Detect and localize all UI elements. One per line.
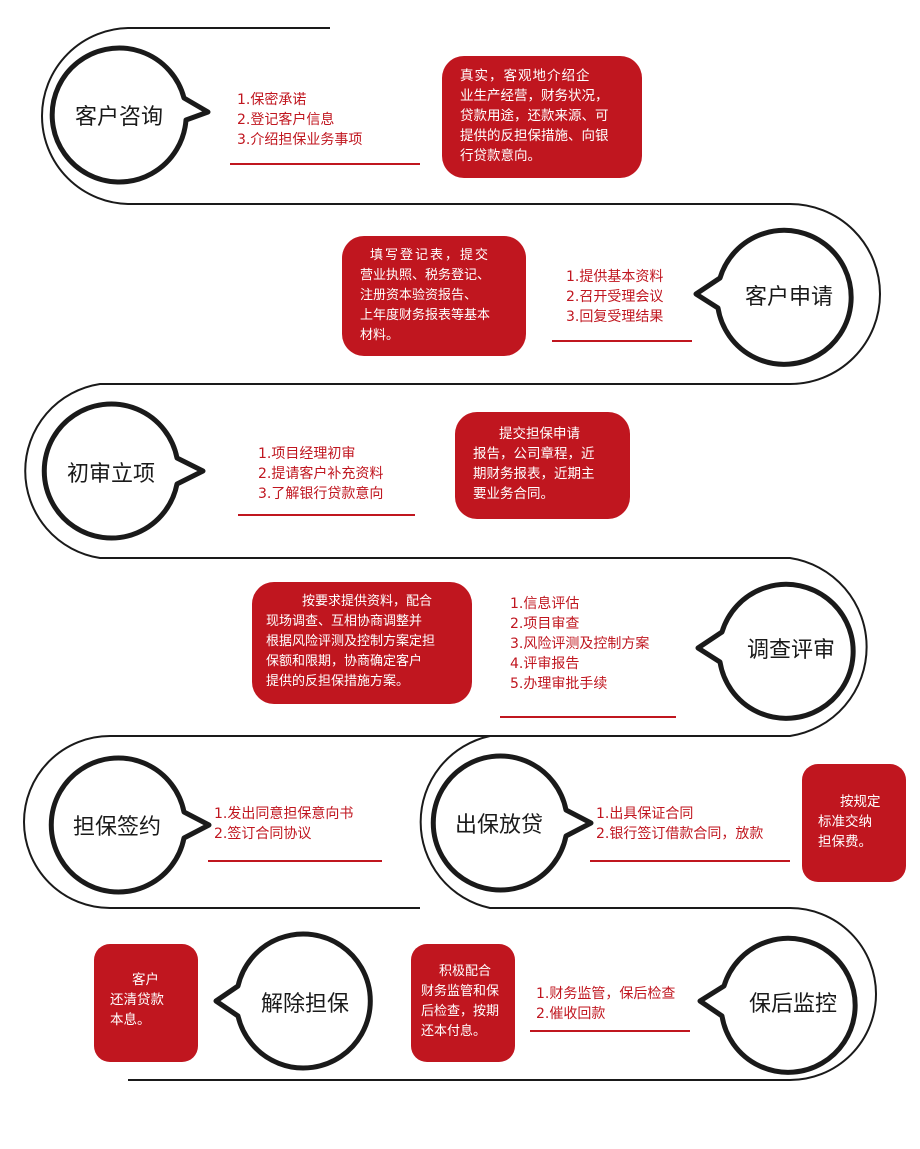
stage-node: 初审立项 (46, 432, 176, 512)
step-list: 1.提供基本资料 2.召开受理会议 3.回复受理结果 (566, 267, 663, 327)
note-line: 行贷款意向。 (460, 148, 541, 164)
note-line: 提供的反担保措施方案。 (266, 674, 410, 689)
step-item: 3.了解银行贷款意向 (258, 486, 384, 502)
step-item: 5.办理审批手续 (510, 676, 608, 692)
step-item: 2.登记客户信息 (237, 112, 335, 128)
connector-path (23, 27, 881, 909)
note-box: 填写登记表，提交 营业执照、税务登记、 注册资本验资报告、 上年度财务报表等基本… (342, 236, 526, 356)
note-line: 担保费。 (818, 834, 872, 850)
stage-node: 客户咨询 (54, 75, 184, 155)
stage-node: 调查评审 (726, 608, 856, 688)
step-item: 1.出具保证合同 (596, 806, 694, 822)
stage-title: 担保签约 (72, 815, 161, 840)
stage-node: 出保放贷 (434, 783, 564, 863)
stage-title: 客户咨询 (74, 105, 163, 130)
stage-node: 担保签约 (52, 785, 182, 865)
step-item: 1.保密承诺 (237, 92, 307, 108)
step-item: 2.项目审查 (510, 616, 580, 632)
stage-node: 保后监控 (728, 962, 858, 1042)
note-line: 还清贷款 (110, 992, 164, 1008)
note-line: 保额和限期，协商确定客户 (266, 654, 423, 669)
step-item: 1.提供基本资料 (566, 269, 664, 285)
step-list: 1.出具保证合同 2.银行签订借款合同，放款 (596, 804, 763, 844)
note-line: 还本付息。 (421, 1024, 487, 1039)
bubble-shape (430, 753, 594, 893)
step-list: 1.信息评估 2.项目审查 3.风险评测及控制方案 4.评审报告 5.办理审批手… (510, 594, 649, 694)
stage-title: 调查评审 (746, 638, 835, 663)
note-line: 贷款用途，还款来源、可 (460, 108, 609, 124)
connector-path (128, 735, 877, 1081)
note-line: 填写登记表，提交 (370, 248, 491, 263)
note-line: 注册资本验资报告、 (360, 288, 478, 303)
stage-title: 出保放贷 (454, 813, 543, 838)
step-list: 1.保密承诺 2.登记客户信息 3.介绍担保业务事项 (237, 90, 362, 150)
stage-node: 解除担保 (240, 962, 370, 1042)
stage-node: 客户申请 (724, 255, 854, 335)
note-line: 根据风险评测及控制方案定担 (266, 634, 436, 649)
note-line: 积极配合 (439, 964, 492, 979)
bubble-shape (695, 581, 856, 721)
note-line: 提交担保申请 (499, 426, 580, 442)
bubble-shape (697, 935, 858, 1075)
note-box: 真实，客观地介绍企 业生产经营，财务状况， 贷款用途，还款来源、可 提供的反担保… (442, 56, 642, 178)
step-item: 2.签订合同协议 (214, 826, 312, 842)
note-line: 材料。 (360, 328, 400, 343)
step-item: 1.发出同意担保意向书 (214, 806, 354, 822)
note-line: 按要求提供资料，配合 (302, 594, 433, 609)
note-box: 客户 还清贷款 本息。 (94, 944, 198, 1062)
note-line: 标准交纳 (818, 814, 872, 830)
step-item: 2.催收回款 (536, 1006, 606, 1022)
note-box: 按要求提供资料，配合 现场调查、互相协商调整并 根据风险评测及控制方案定担 保额… (252, 582, 472, 704)
stage-title: 保后监控 (748, 992, 837, 1017)
step-list: 1.财务监管，保后检查 2.催收回款 (536, 984, 675, 1024)
note-box: 提交担保申请 报告，公司章程，近 期财务报表，近期主 要业务合同。 (455, 412, 630, 519)
step-item: 1.项目经理初审 (258, 446, 356, 462)
step-item: 3.介绍担保业务事项 (237, 132, 363, 148)
step-item: 2.银行签订借款合同，放款 (596, 826, 764, 842)
note-line: 提供的反担保措施、向银 (460, 128, 609, 144)
note-box: 按规定 标准交纳 担保费。 (802, 764, 906, 882)
step-list: 1.发出同意担保意向书 2.签订合同协议 (214, 804, 353, 844)
note-box: 积极配合 财务监管和保 后检查，按期 还本付息。 (411, 944, 515, 1062)
stage-title: 初审立项 (66, 462, 155, 487)
step-item: 3.风险评测及控制方案 (510, 636, 650, 652)
note-line: 本息。 (110, 1012, 151, 1028)
bubble-shape (41, 401, 206, 541)
step-list: 1.项目经理初审 2.提请客户补充资料 3.了解银行贷款意向 (258, 444, 383, 504)
note-line: 现场调查、互相协商调整并 (266, 614, 423, 629)
note-line: 业生产经营，财务状况， (460, 88, 609, 104)
bubble-shape (213, 931, 373, 1071)
note-line: 后检查，按期 (421, 1004, 500, 1019)
step-item: 2.提请客户补充资料 (258, 466, 384, 482)
note-line: 真实，客观地介绍企 (460, 68, 591, 84)
note-line: 期财务报表，近期主 (473, 466, 595, 482)
note-line: 报告，公司章程，近 (473, 446, 595, 462)
note-line: 营业执照、税务登记、 (360, 268, 491, 283)
step-item: 4.评审报告 (510, 656, 580, 672)
step-item: 2.召开受理会议 (566, 289, 664, 305)
note-line: 财务监管和保 (421, 984, 500, 999)
bubble-shape (48, 755, 212, 895)
step-item: 3.回复受理结果 (566, 309, 664, 325)
note-line: 上年度财务报表等基本 (360, 308, 491, 323)
note-line: 按规定 (840, 794, 881, 810)
stage-title: 客户申请 (744, 285, 833, 310)
step-item: 1.信息评估 (510, 596, 580, 612)
bubble-shape (49, 45, 211, 185)
step-item: 1.财务监管，保后检查 (536, 986, 676, 1002)
note-line: 要业务合同。 (473, 486, 554, 502)
bubble-shape (693, 227, 854, 367)
note-line: 客户 (132, 972, 159, 988)
stage-title: 解除担保 (260, 992, 349, 1017)
